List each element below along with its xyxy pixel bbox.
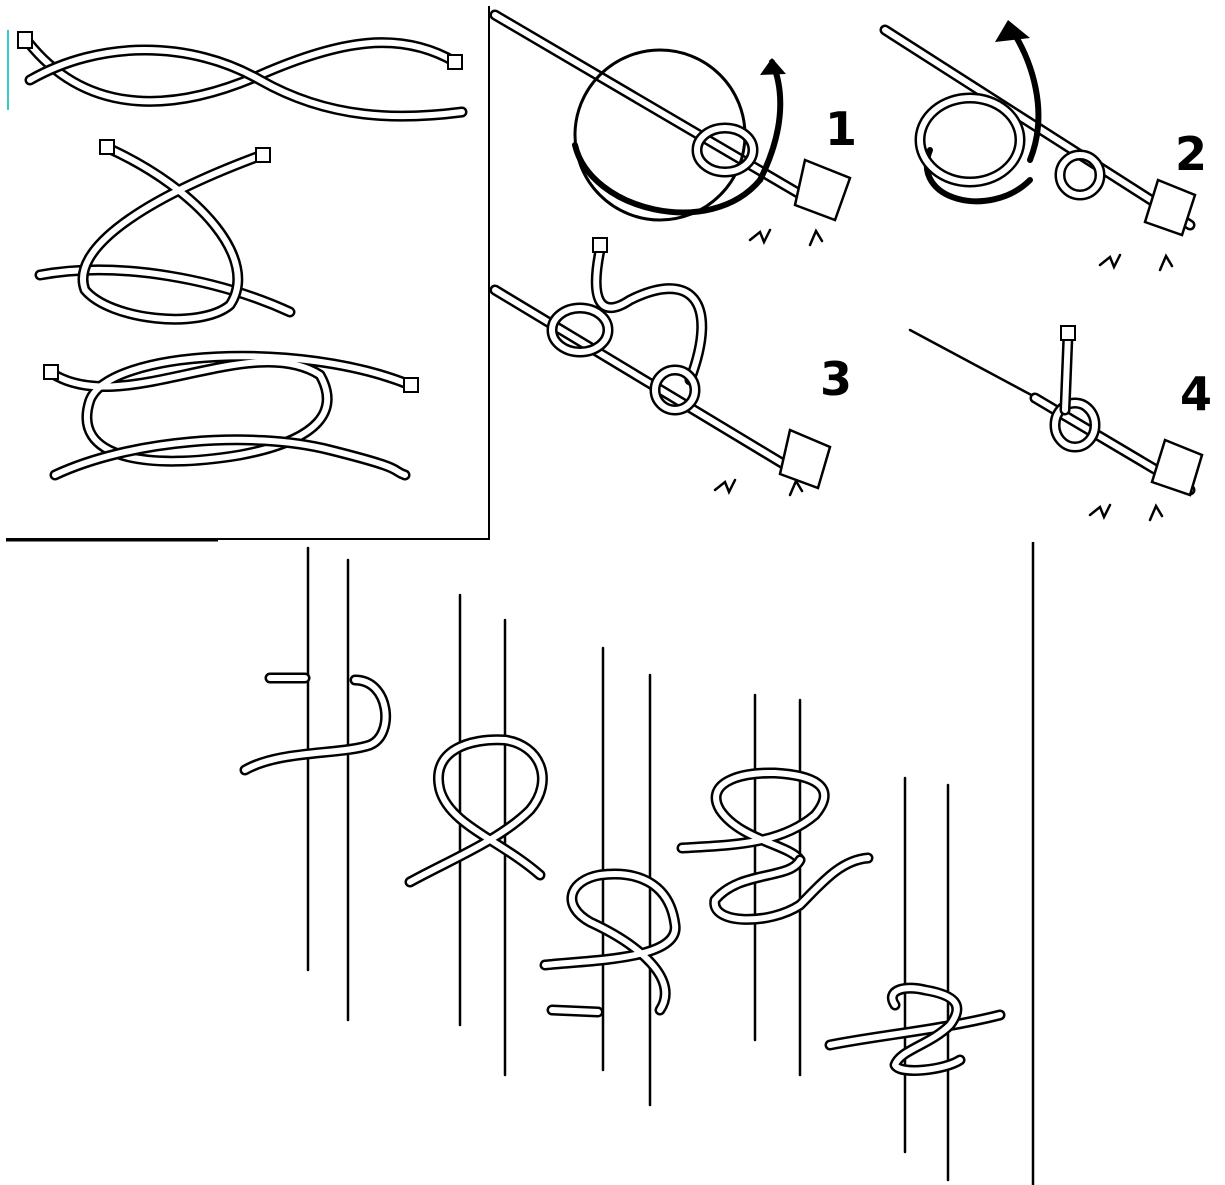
pole-step-3 <box>545 648 675 1105</box>
pole-hitch-illustration <box>0 540 1225 1185</box>
peg-step-4: 4 <box>910 326 1212 520</box>
peg-hitch-illustration: 1 2 <box>490 0 1225 540</box>
peg-step-2: 2 <box>885 20 1207 270</box>
pole-hitch-diagram <box>0 540 1225 1185</box>
pole-step-5 <box>830 778 1000 1180</box>
pole-step-1 <box>245 548 386 1020</box>
step-number-2: 2 <box>1175 127 1207 181</box>
peg-hitch-diagram: 1 2 <box>490 0 1225 540</box>
step-number-3: 3 <box>820 352 852 406</box>
pole-step-4 <box>682 695 868 1075</box>
reef-step-b <box>40 140 290 319</box>
peg-step-1: 1 <box>495 15 857 245</box>
reef-knot-illustration <box>0 0 490 540</box>
reef-knot-diagram <box>0 0 490 540</box>
step-number-1: 1 <box>825 102 857 156</box>
step-number-4: 4 <box>1180 367 1212 421</box>
reef-step-c <box>44 356 418 475</box>
reef-step-a <box>18 32 462 116</box>
pole-step-2 <box>410 595 542 1075</box>
peg-step-3: 3 <box>495 238 852 495</box>
